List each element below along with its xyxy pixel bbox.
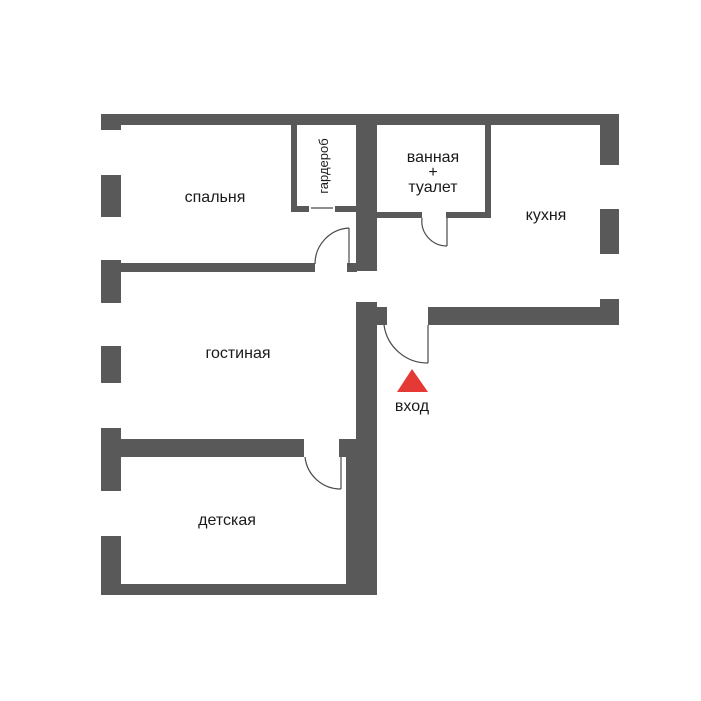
room-label-bath-line1: ванная: [407, 149, 459, 166]
wall-living-bottom-stub: [339, 439, 357, 457]
wall-central-lower: [356, 302, 377, 595]
wall-bedroom-bottom-stub: [347, 263, 357, 272]
room-label-bedroom: спальня: [185, 189, 246, 206]
doors: [304, 207, 448, 490]
room-label-kids-room: детская: [198, 512, 256, 529]
room-label-bath-line3: туалет: [408, 179, 458, 196]
wall-wardrobe-bottom-left: [291, 206, 309, 212]
room-label-bath-line2: +: [428, 164, 437, 181]
window-kitchen-1: [600, 165, 619, 209]
door-bathroom: [421, 217, 448, 247]
wall-bath-bottom-left: [377, 212, 422, 218]
wall-kids-right: [346, 457, 357, 584]
window-bedroom-2: [101, 217, 121, 260]
room-label-wardrobe: гардероб: [316, 138, 331, 193]
door-bedroom: [314, 227, 350, 266]
room-label-living-room: гостиная: [205, 345, 270, 362]
door-kids: [304, 456, 342, 490]
wall-living-bottom: [101, 439, 304, 457]
wall-bath-right: [485, 125, 491, 218]
wall-outer-bottom: [101, 584, 377, 595]
wall-wardrobe-left: [291, 125, 297, 211]
wall-wardrobe-bottom-right: [335, 206, 357, 212]
window-kids: [101, 491, 121, 536]
door-entrance: [383, 324, 429, 364]
wall-entrance-stub: [377, 307, 387, 325]
entrance-triangle-icon: [397, 369, 428, 392]
walls: [101, 114, 619, 595]
room-label-kitchen: кухня: [526, 207, 567, 224]
window-living-2: [101, 383, 121, 428]
window-kitchen-2: [600, 254, 619, 299]
window-living-1: [101, 303, 121, 346]
entrance-label: вход: [395, 398, 430, 415]
wall-top-left: [101, 114, 378, 125]
wall-bedroom-bottom: [101, 263, 315, 272]
wall-central-upper: [356, 114, 377, 271]
wall-bath-bottom-right: [446, 212, 491, 218]
windows: [101, 130, 619, 536]
wall-kitchen-bottom: [428, 307, 619, 325]
window-bedroom-1: [101, 130, 121, 175]
wall-top-right: [377, 114, 619, 125]
